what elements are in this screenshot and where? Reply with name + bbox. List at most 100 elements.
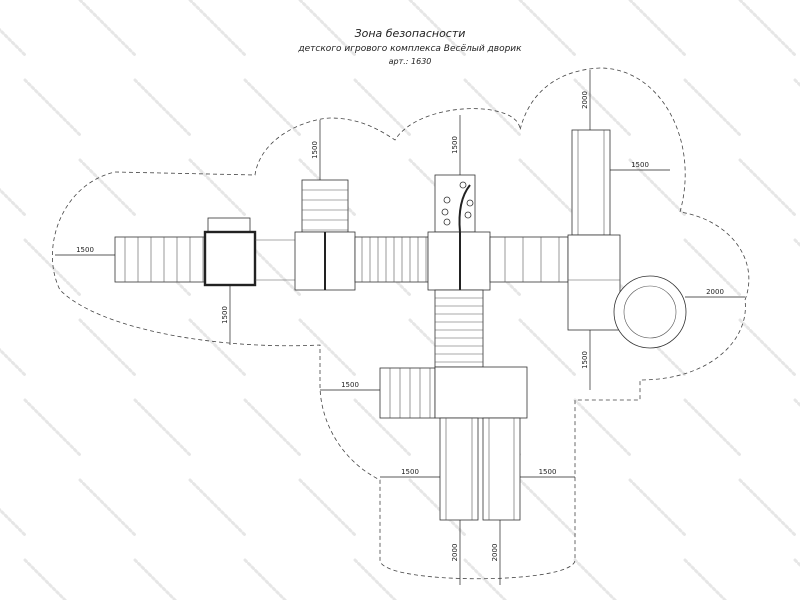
watermark-mark (738, 478, 797, 537)
safety-zone-outline (52, 67, 750, 580)
watermark-mark (628, 0, 687, 57)
tower1 (203, 230, 257, 287)
watermark-mark (793, 238, 800, 248)
dimension-label: 1500 (311, 141, 319, 159)
dimension-lower-left: 1500 (380, 468, 440, 478)
dimension-lower-steps-left: 1500 (320, 381, 380, 391)
climbing-hold (464, 211, 472, 219)
watermark-mark (23, 238, 82, 297)
dimension-tower1-bottom: 1500 (221, 285, 231, 345)
watermark-mark (793, 398, 800, 408)
slide-a (439, 417, 479, 521)
dimension-spiral-slide-right: 2000 (685, 288, 745, 298)
watermark-mark (683, 238, 742, 297)
dimension-slide-top: 2000 (581, 70, 591, 130)
watermark-mark (298, 478, 357, 537)
title-article: арт.: 1630 (389, 57, 432, 66)
watermark-mark (133, 558, 178, 600)
lower-steps (379, 367, 436, 419)
dimension-lower-right: 1500 (520, 468, 575, 478)
dimension-label: 1500 (341, 381, 359, 389)
structure (114, 129, 687, 521)
watermark-mark (353, 398, 412, 457)
dimension-label: 1500 (539, 468, 557, 476)
watermark-mark (0, 507, 27, 537)
dimension-tower4-bottom: 1500 (581, 330, 591, 390)
watermark-mark (298, 0, 357, 57)
watermark-mark (23, 558, 68, 600)
watermark-mark (463, 78, 522, 137)
dimension-label: 1500 (631, 161, 649, 169)
watermark-mark (353, 78, 412, 137)
tower4 (567, 234, 621, 331)
dimension-label: 1500 (401, 468, 419, 476)
slat-bridge (354, 236, 429, 283)
dimension-label: 1500 (451, 136, 459, 154)
watermark-mark (23, 78, 82, 137)
watermark-mark (518, 318, 577, 377)
watermark-mark (518, 158, 577, 217)
dimension-lines: 1500 1500 1500 1500 2000 1500 2000 1500 1500 1500… (55, 70, 745, 585)
watermark-mark (738, 0, 797, 57)
dimension-tower2-top: 1500 (311, 120, 321, 180)
watermark-mark (463, 558, 508, 600)
dimension-label: 2000 (451, 544, 459, 562)
title-line1: Зона безопасности (355, 27, 466, 40)
climbing-hold (443, 196, 451, 204)
ladder-down (434, 289, 484, 368)
watermark-mark (243, 398, 302, 457)
watermark-mark (243, 78, 302, 137)
title-line2: детского игрового комплекса Весёлый двор… (297, 44, 522, 54)
dimension-label: 1500 (581, 351, 589, 369)
watermark-mark (0, 347, 27, 377)
watermark-mark (408, 0, 467, 57)
climbing-hold (459, 181, 467, 189)
straight-slide-top (571, 129, 611, 236)
watermark-mark (133, 398, 192, 457)
watermark-mark (0, 187, 27, 217)
watermark-mark (683, 78, 742, 137)
watermark-mark (518, 0, 577, 57)
dimension-climb-wall-top: 1500 (451, 115, 461, 175)
watermark-mark (78, 0, 137, 57)
watermark-mark (243, 558, 288, 600)
watermark-mark (628, 158, 687, 217)
spiral-slide (613, 275, 687, 349)
climbing-hold (466, 199, 474, 207)
watermark-mark (573, 558, 618, 600)
watermark-mark (683, 558, 728, 600)
watermark-mark (738, 318, 797, 377)
dimension-slide-b-end: 2000 (491, 520, 501, 585)
tower1-roof (207, 217, 251, 233)
watermark-mark (23, 398, 82, 457)
watermark-mark (78, 158, 137, 217)
watermark-mark (628, 478, 687, 537)
watermark-mark (78, 478, 137, 537)
left-ladder-bridge (114, 236, 206, 283)
watermark-mark (78, 318, 137, 377)
dimension-slide-side: 1500 (610, 161, 670, 171)
dimension-label: 2000 (706, 288, 724, 296)
watermark-mark (353, 558, 398, 600)
dimension-label: 1500 (76, 246, 94, 254)
watermark-mark (793, 558, 800, 568)
watermark-mark (793, 78, 800, 88)
watermark-mark (0, 27, 27, 57)
watermark-mark (188, 478, 247, 537)
dimension-slide-a-end: 2000 (451, 520, 461, 585)
climbing-hold (441, 208, 449, 216)
tower2-ladder (301, 179, 349, 233)
watermark-mark (188, 158, 247, 217)
rung-bridge (489, 236, 569, 283)
dimension-label: 2000 (491, 544, 499, 562)
watermark-mark (188, 0, 247, 57)
watermark-mark (573, 398, 632, 457)
dimension-label: 1500 (221, 306, 229, 324)
watermark-mark (298, 318, 357, 377)
watermark-mark (518, 478, 577, 537)
watermark-mark (408, 478, 467, 537)
slide-b (482, 417, 521, 521)
watermark-mark (738, 158, 797, 217)
